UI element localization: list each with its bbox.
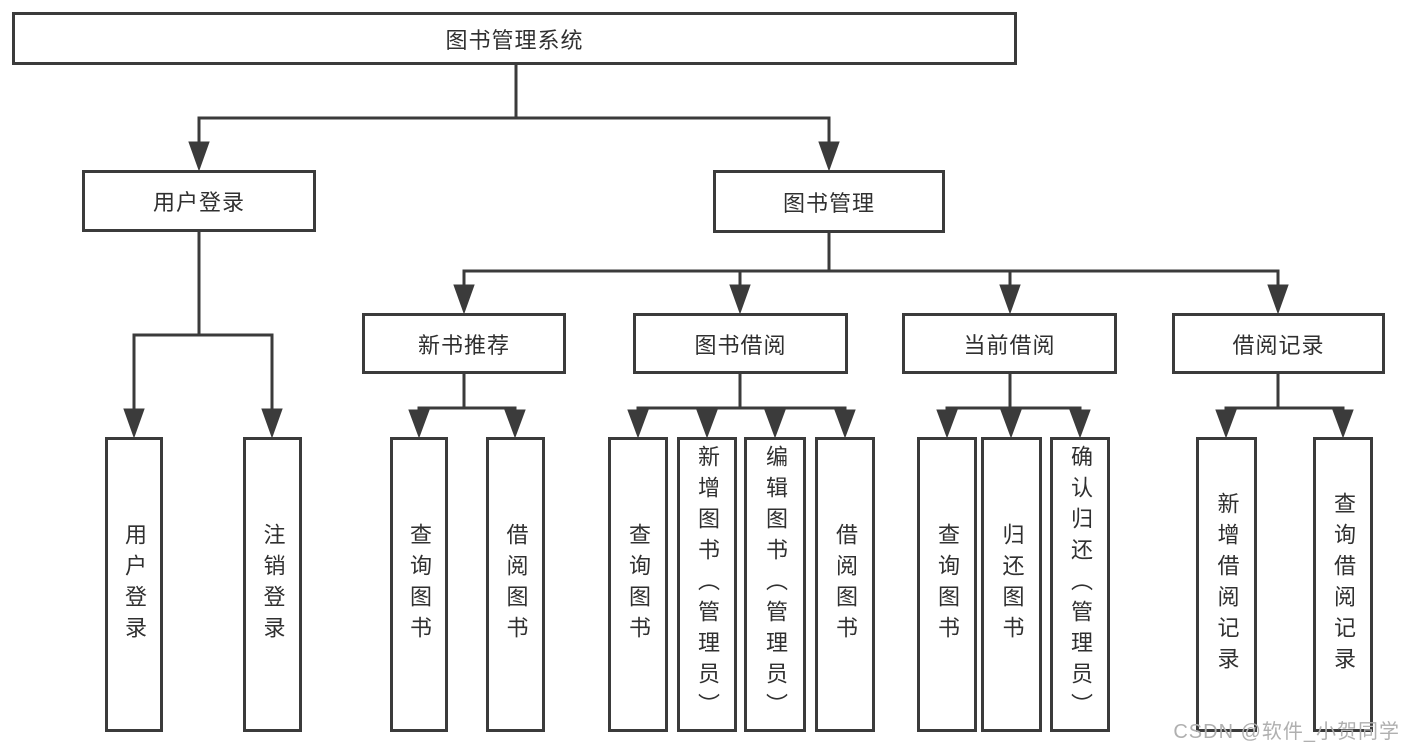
node-label: 借阅记录 <box>1232 332 1325 358</box>
edge-root-to-level1 <box>188 65 840 172</box>
node-label: 借阅图书 <box>503 522 529 647</box>
node-label: 查询借阅记录 <box>1331 491 1356 678</box>
edge-book-management-to-children <box>453 233 1289 315</box>
arrowhead <box>999 284 1021 315</box>
leaf-logout: 注销登录 <box>243 437 302 732</box>
edge-book-borrow-to-children <box>627 374 856 439</box>
watermark: CSDN @软件_小贺同学 <box>1173 721 1400 743</box>
node-label: 图书管理系统 <box>445 27 584 53</box>
edge-borrow-records-to-children <box>1215 374 1354 439</box>
node-label: 新增借阅记录 <box>1214 491 1240 678</box>
arrowhead <box>1069 409 1091 439</box>
arrowhead <box>1332 409 1354 439</box>
node-new-book-recommend: 新书推荐 <box>362 313 566 374</box>
arrowhead <box>764 409 786 439</box>
arrowhead <box>1000 409 1022 439</box>
leaf-query-borrow-record: 查询借阅记录 <box>1313 437 1373 732</box>
node-label: 查询图书 <box>626 522 651 647</box>
arrowhead <box>504 409 526 439</box>
arrowhead <box>696 409 718 439</box>
arrowhead <box>818 141 840 172</box>
node-label: 图书管理 <box>782 190 875 216</box>
arrowhead <box>1215 409 1237 439</box>
leaf-query-books-borrow: 查询图书 <box>608 437 668 732</box>
arrowhead <box>1267 284 1289 315</box>
arrowhead <box>834 409 856 439</box>
node-label: 编辑图书（管理员） <box>763 445 788 724</box>
leaf-confirm-return-admin: 确认归还（管理员） <box>1050 437 1110 732</box>
node-label: 用户登录 <box>122 522 147 647</box>
node-label: 确认归还（管理员） <box>1068 445 1093 724</box>
arrowhead <box>188 141 210 172</box>
node-user-login: 用户登录 <box>82 170 316 232</box>
node-label: 注销登录 <box>260 522 286 647</box>
edge-current-borrow-to-children <box>936 374 1091 439</box>
node-label: 新增图书（管理员） <box>695 445 720 724</box>
leaf-add-book-admin: 新增图书（管理员） <box>677 437 737 732</box>
leaf-add-borrow-record: 新增借阅记录 <box>1196 437 1257 732</box>
node-label: 新书推荐 <box>417 332 510 358</box>
arrowhead <box>453 284 475 315</box>
node-label: 图书借阅 <box>694 332 787 358</box>
leaf-return-book: 归还图书 <box>981 437 1042 732</box>
node-label: 查询图书 <box>407 522 432 647</box>
edge-user-login-to-children <box>123 232 283 439</box>
node-book-management: 图书管理 <box>713 170 945 233</box>
node-label: 查询图书 <box>935 522 960 647</box>
node-current-borrow: 当前借阅 <box>902 313 1117 374</box>
node-label: 归还图书 <box>999 522 1025 647</box>
arrowhead <box>936 409 958 439</box>
leaf-query-books-recommend: 查询图书 <box>390 437 448 732</box>
node-book-borrow: 图书借阅 <box>633 313 848 374</box>
arrowhead <box>729 284 751 315</box>
node-root-library-system: 图书管理系统 <box>12 12 1017 65</box>
edge-new-book-recommend-to-children <box>408 374 526 439</box>
node-label: 当前借阅 <box>963 332 1056 358</box>
node-label: 借阅图书 <box>833 522 858 647</box>
node-label: 用户登录 <box>152 190 245 215</box>
leaf-edit-book-admin: 编辑图书（管理员） <box>744 437 806 732</box>
leaf-query-books-current: 查询图书 <box>917 437 977 732</box>
arrowhead <box>123 408 145 439</box>
node-borrow-records: 借阅记录 <box>1172 313 1385 374</box>
leaf-borrow-books: 借阅图书 <box>815 437 875 732</box>
leaf-user-login: 用户登录 <box>105 437 163 732</box>
arrowhead <box>627 409 649 439</box>
leaf-borrow-books-recommend: 借阅图书 <box>486 437 545 732</box>
arrowhead <box>408 409 430 439</box>
arrowhead <box>261 408 283 439</box>
